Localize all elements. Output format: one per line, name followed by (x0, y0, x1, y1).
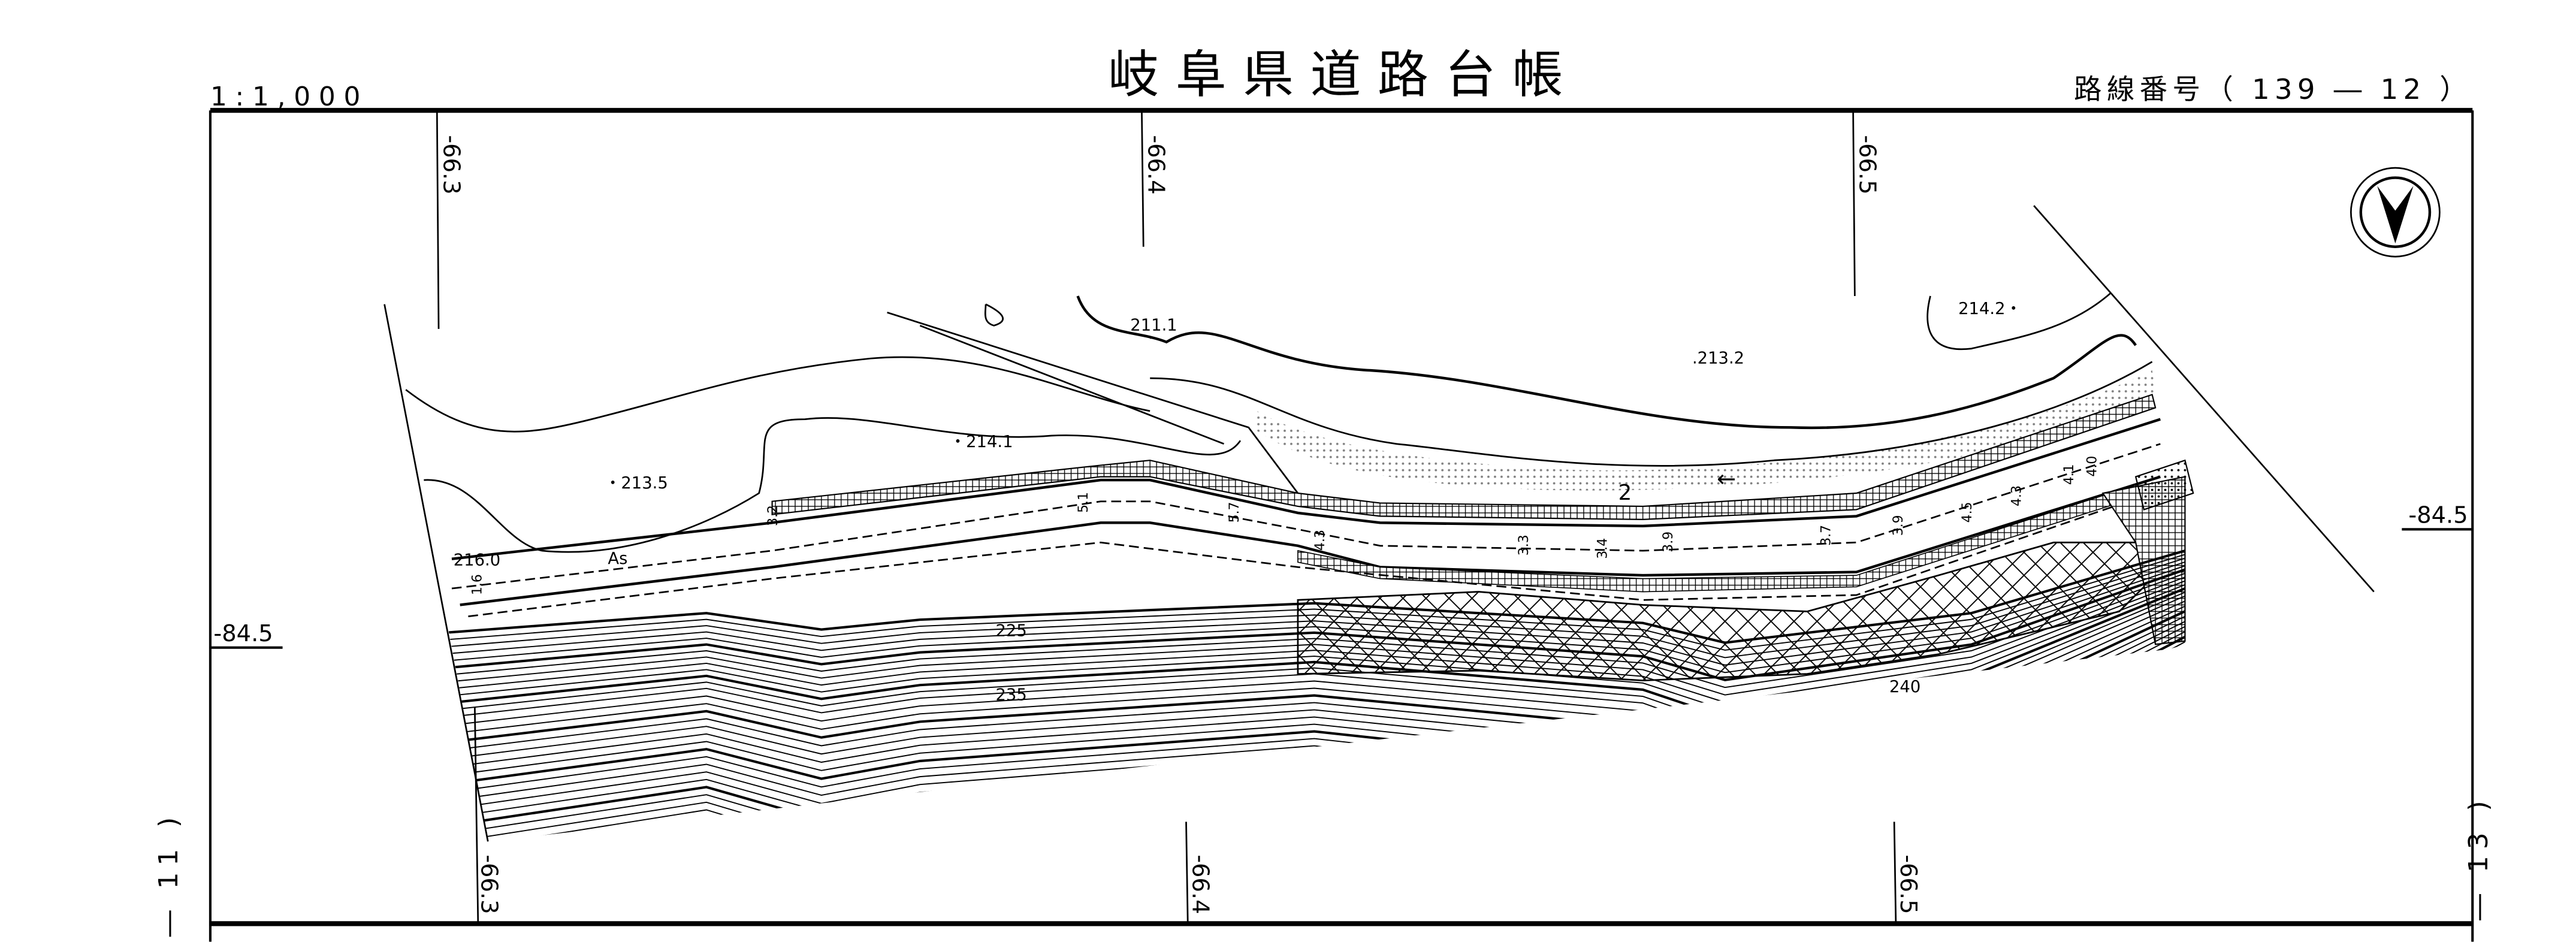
contour-line (443, 549, 2186, 644)
grid-label-top-3: -66.5 (1854, 135, 1881, 194)
scale-label: 1:1,000 (210, 81, 369, 112)
width-label: 4.1 (2062, 464, 2077, 485)
north-arrow-icon (2350, 167, 2441, 258)
grid-label-right: -84.5 (2408, 502, 2468, 529)
contour-label: 240 (1889, 678, 1920, 696)
grid-label-top-1: -66.3 (437, 135, 464, 194)
width-label: 3.3 (1517, 535, 1532, 555)
contour-line (443, 565, 2185, 674)
width-label: 3.9 (1661, 532, 1676, 552)
elevation-label: .213.2 (1692, 349, 1744, 367)
width-label: 3.4 (1595, 538, 1610, 559)
contour-line (443, 661, 2186, 842)
width-label: 4.5 (1960, 502, 1975, 523)
pavement-label: As (608, 550, 627, 568)
contour-label: 235 (995, 686, 1026, 704)
width-label: 5.7 (1227, 502, 1242, 523)
contour-line (443, 672, 2185, 842)
contour-line (443, 677, 2185, 842)
grid-ticks-side: -84.5 -84.5 (210, 502, 2473, 649)
width-label: 4.0 (2085, 456, 2100, 477)
contour-line (443, 554, 2185, 651)
map-drawing (383, 205, 2375, 842)
elevation-label: ・214.1 (950, 433, 1013, 451)
elevation-label: 211.1 (1130, 316, 1177, 335)
grid-label-bottom-1: -66.3 (475, 855, 502, 914)
river-number: 2 (1618, 481, 1632, 505)
elevation-label: 214.2・ (1958, 300, 2022, 318)
river-flow-arrow: ← (1717, 466, 1736, 493)
grid-label-bottom-2: -66.4 (1186, 855, 1213, 914)
width-label: 5.1 (1076, 492, 1091, 513)
contour-line (443, 572, 2185, 689)
grid-ticks-bottom: -66.3 -66.4 -66.5 (473, 707, 1922, 924)
width-label: 4.3 (2009, 485, 2024, 506)
map-labels: 211.1 .213.2 214.2・ ・214.1 ・213.5 216.0 … (454, 300, 2100, 704)
contour-line (443, 580, 2185, 704)
grid-ticks-top: -66.3 -66.4 -66.5 (436, 111, 1881, 329)
elevation-label: 216.0 (454, 551, 500, 570)
grid-label-left: -84.5 (213, 620, 273, 647)
grid-label-bottom-3: -66.5 (1895, 855, 1922, 914)
contour-line (443, 568, 2186, 681)
route-number: 路線番号（ 139 ― 12 ） (2074, 73, 2472, 105)
width-label: 1.6 (470, 574, 485, 595)
width-label: 4.3 (1313, 530, 1328, 551)
width-label: 3.2 (766, 505, 781, 526)
adjacent-sheet-left: ― 11 ) (153, 811, 184, 937)
contour-label: 225 (995, 622, 1026, 641)
width-label: 3.9 (1891, 515, 1906, 536)
contour-line (443, 576, 2185, 696)
contour-line (443, 557, 2185, 659)
width-label: 3.7 (1819, 525, 1834, 546)
elevation-label: ・213.5 (605, 474, 668, 493)
sheet-title: 岐阜県道路台帳 (1108, 46, 1580, 105)
grid-label-top-2: -66.4 (1142, 135, 1169, 194)
contour-line (443, 561, 2185, 666)
adjacent-sheet-right: ― 13 ) (2463, 794, 2494, 920)
sheet-frame (209, 108, 2474, 942)
